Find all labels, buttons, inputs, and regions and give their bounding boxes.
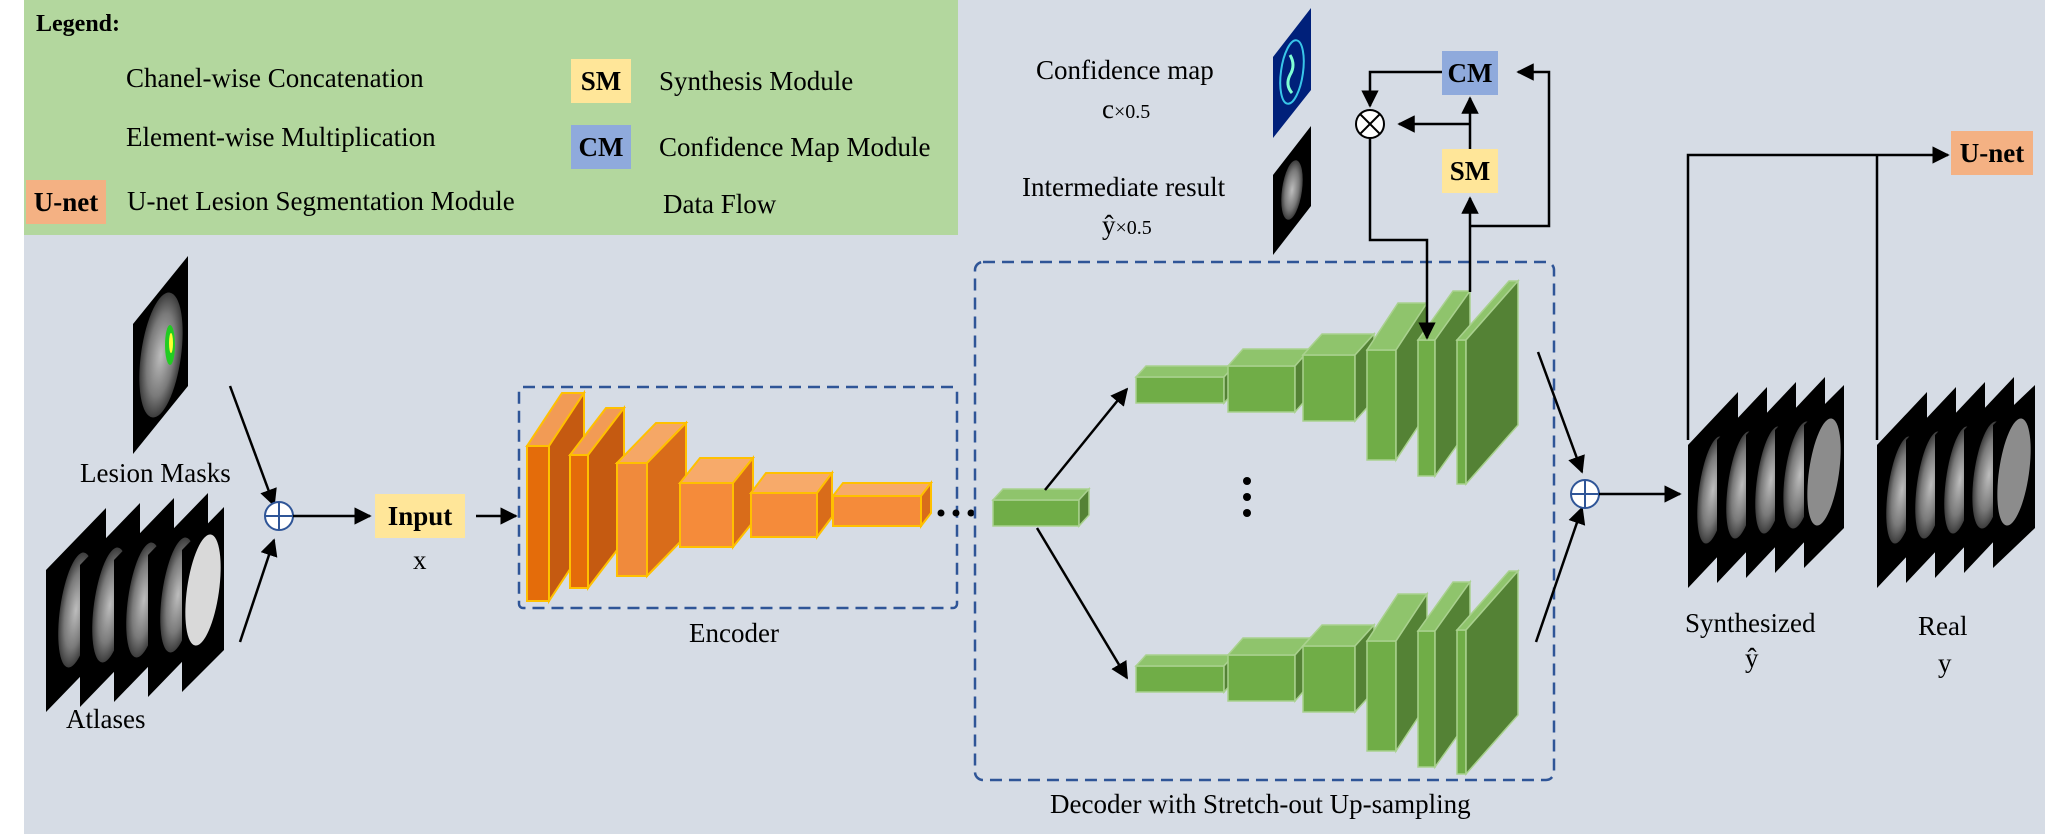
atlas-to-concat-arrow [238, 538, 278, 643]
bottleneck-block [991, 487, 1091, 528]
confidence-var-sub: ×0.5 [1113, 101, 1151, 123]
decoder-upper-block-3 [1301, 332, 1376, 423]
legend-concat-label: Chanel-wise Concatenation [126, 63, 424, 93]
legend-unet-label: U-net Lesion Segmentation Module [127, 186, 515, 216]
legend-cm-chip: CM [571, 125, 631, 169]
real-stack [1877, 377, 2035, 588]
decoder-lower-block-2 [1226, 636, 1312, 703]
encoder-block-6 [830, 480, 934, 529]
lesion-mask-slice [133, 256, 188, 454]
confidence-var-base: c [1102, 94, 1114, 124]
legend-sm-label: Synthesis Module [659, 66, 854, 96]
legend-flow-label: Data Flow [663, 189, 777, 219]
input-variable: x [413, 545, 427, 575]
cm-module-chip: CM [1442, 51, 1498, 95]
bottleneck-to-lower-decoder [1035, 527, 1129, 680]
legend-multiply-label: Element-wise Multiplication [126, 122, 436, 152]
decoder-upper-block-2 [1226, 347, 1312, 414]
synthesized-to-unet-line [1686, 146, 1950, 440]
decoder-lower-block-6 [1455, 569, 1520, 776]
bottleneck-to-upper-decoder [1044, 387, 1129, 491]
encoder-block-5 [749, 470, 834, 540]
input-concat-node [264, 501, 294, 531]
confidence-map-label: Confidence map [1036, 55, 1214, 85]
decoder-label: Decoder with Stretch-out Up-sampling [1050, 789, 1471, 819]
encoder-label: Encoder [689, 618, 779, 648]
legend-panel [24, 0, 958, 235]
atlas-stack [46, 493, 224, 712]
atlases-label: Atlases [66, 704, 146, 734]
synthesized-stack [1688, 377, 1844, 588]
synthesized-variable: ŷ [1745, 643, 1759, 673]
ellipsis-dots [937, 509, 975, 517]
encoder-block-2 [567, 405, 627, 591]
legend-sm-chip: SM [571, 59, 631, 103]
cm-to-multiply-arrow [1361, 70, 1442, 108]
encoder-block-3 [614, 420, 689, 579]
decoder-upper-block-6 [1455, 279, 1520, 486]
confidence-map-variable: c×0.5 [1102, 96, 1150, 123]
input-chip: Input [375, 494, 465, 538]
decoder-lower-block-3 [1301, 623, 1376, 714]
encoder-box [517, 385, 959, 610]
intermediate-result-thumbnail [1273, 126, 1311, 255]
mask-to-concat-arrow [228, 385, 277, 507]
intermediate-result-variable: ŷ×0.5 [1102, 212, 1152, 239]
synthesized-label: Synthesized [1685, 608, 1816, 638]
intermediate-var-base: ŷ [1102, 210, 1116, 240]
lesion-masks-label: Lesion Masks [80, 458, 231, 488]
encoder-block-4 [677, 455, 756, 550]
multiply-node [1355, 109, 1385, 139]
upper-branch-to-output-concat [1536, 351, 1585, 474]
legend-unet-chip: U-net [26, 180, 106, 224]
sm-module-chip: SM [1442, 149, 1498, 193]
real-variable: y [1938, 648, 1952, 678]
vertical-ellipsis [1243, 477, 1251, 517]
unet-output-chip: U-net [1951, 131, 2033, 175]
encoder-block-1 [525, 389, 586, 605]
decoder-lower-block-1 [1134, 653, 1236, 694]
intermediate-var-sub: ×0.5 [1115, 217, 1152, 239]
real-label: Real [1918, 611, 1968, 641]
output-concat-node [1570, 479, 1600, 509]
intermediate-result-label: Intermediate result [1022, 172, 1226, 202]
lower-branch-to-output-concat [1534, 506, 1586, 643]
decoder-box [973, 260, 1556, 782]
legend-cm-label: Confidence Map Module [659, 132, 931, 162]
confidence-map-thumbnail [1273, 8, 1311, 138]
legend-title: Legend: [36, 11, 120, 37]
decoder-to-cm-arrow [1470, 63, 1551, 228]
multiply-to-decoder-arrow [1368, 138, 1436, 340]
decoder-upper-block-1 [1134, 364, 1236, 405]
